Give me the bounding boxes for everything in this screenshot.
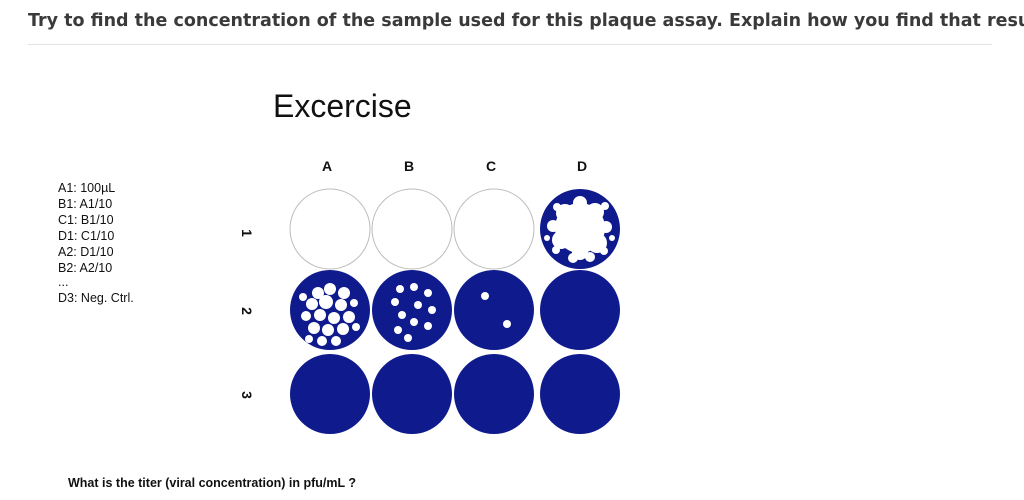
titer-question: What is the titer (viral concentration) … (68, 476, 356, 490)
well-a1 (290, 189, 370, 269)
well-c2 (454, 270, 534, 350)
well-d1 (540, 189, 620, 269)
well-a2 (290, 270, 370, 350)
well-b1 (372, 189, 452, 269)
well-b2 (372, 270, 452, 350)
well-d2 (540, 270, 620, 350)
well-a3 (290, 354, 370, 434)
well-c3 (454, 354, 534, 434)
well-c1 (454, 189, 534, 269)
well-b3 (372, 354, 452, 434)
well-d3 (540, 354, 620, 434)
